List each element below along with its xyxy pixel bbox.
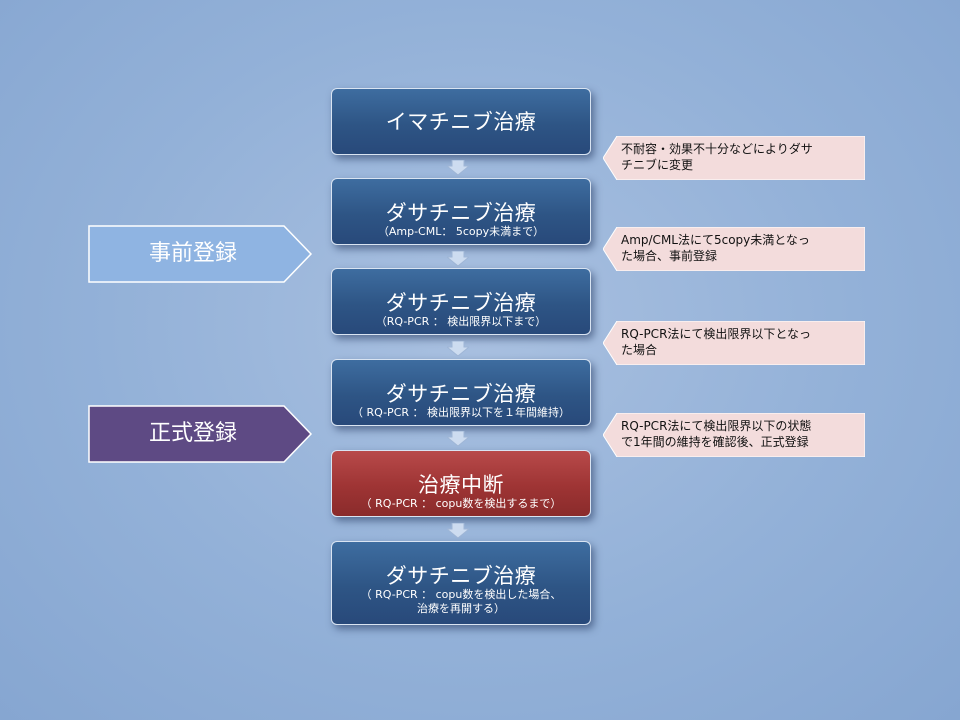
step-dasatinib-2: ダサチニブ治療 （RQ-PCR ： 検出限界以下まで） [331,268,591,335]
step-subtitle: （ RQ-PCR ： copu数を検出するまで） [360,497,562,510]
note-text: 不耐容・効果不十分などによりダサ チニブに変更 [621,142,813,172]
step-title: ダサチニブ治療 [385,564,537,588]
note-text: RQ-PCR法にて検出限界以下となっ た場合 [621,327,812,357]
step-dasatinib-1: ダサチニブ治療 （Amp-CML： 5copy未満まで） [331,178,591,245]
down-arrow-icon [447,523,469,538]
step-imatinib: イマチニブ治療 [331,88,591,155]
note-text: Amp/CML法にて5copy未満となっ た場合、事前登録 [621,233,810,263]
step-dasatinib-resume: ダサチニブ治療 （ RQ-PCR ： copu数を検出した場合、 治療を再開する… [331,541,591,625]
step-title: ダサチニブ治療 [385,382,537,406]
step-subtitle: （ RQ-PCR ： copu数を検出した場合、 治療を再開する） [360,588,562,615]
step-dasatinib-3: ダサチニブ治療 （ RQ-PCR ： 検出限界以下を１年間維持） [331,359,591,426]
down-arrow-icon [447,341,469,356]
step-title: 治療中断 [418,473,504,497]
down-arrow-icon [447,160,469,175]
down-arrow-icon [447,251,469,266]
step-subtitle: （RQ-PCR ： 検出限界以下まで） [375,315,547,328]
note-switch: 不耐容・効果不十分などによりダサ チニブに変更 [603,136,865,180]
note-formal-registration: RQ-PCR法にて検出限界以下の状態 で1年間の維持を確認後、正式登録 [603,413,865,457]
step-title: イマチニブ治療 [385,110,537,134]
down-arrow-icon [447,431,469,446]
step-title: ダサチニブ治療 [385,291,537,315]
note-text: RQ-PCR法にて検出限界以下の状態 で1年間の維持を確認後、正式登録 [621,419,812,449]
tag-label: 正式登録 [148,421,237,446]
note-detection-limit: RQ-PCR法にて検出限界以下となっ た場合 [603,321,865,365]
tag-pre-registration: 事前登録 [88,225,313,283]
tag-label: 事前登録 [148,241,237,266]
tag-formal-registration: 正式登録 [88,405,313,463]
step-treatment-stop: 治療中断 （ RQ-PCR ： copu数を検出するまで） [331,450,591,517]
step-subtitle: （Amp-CML： 5copy未満まで） [377,225,545,238]
note-pre-registration: Amp/CML法にて5copy未満となっ た場合、事前登録 [603,227,865,271]
step-subtitle: （ RQ-PCR ： 検出限界以下を１年間維持） [351,406,571,419]
step-title: ダサチニブ治療 [385,201,537,225]
